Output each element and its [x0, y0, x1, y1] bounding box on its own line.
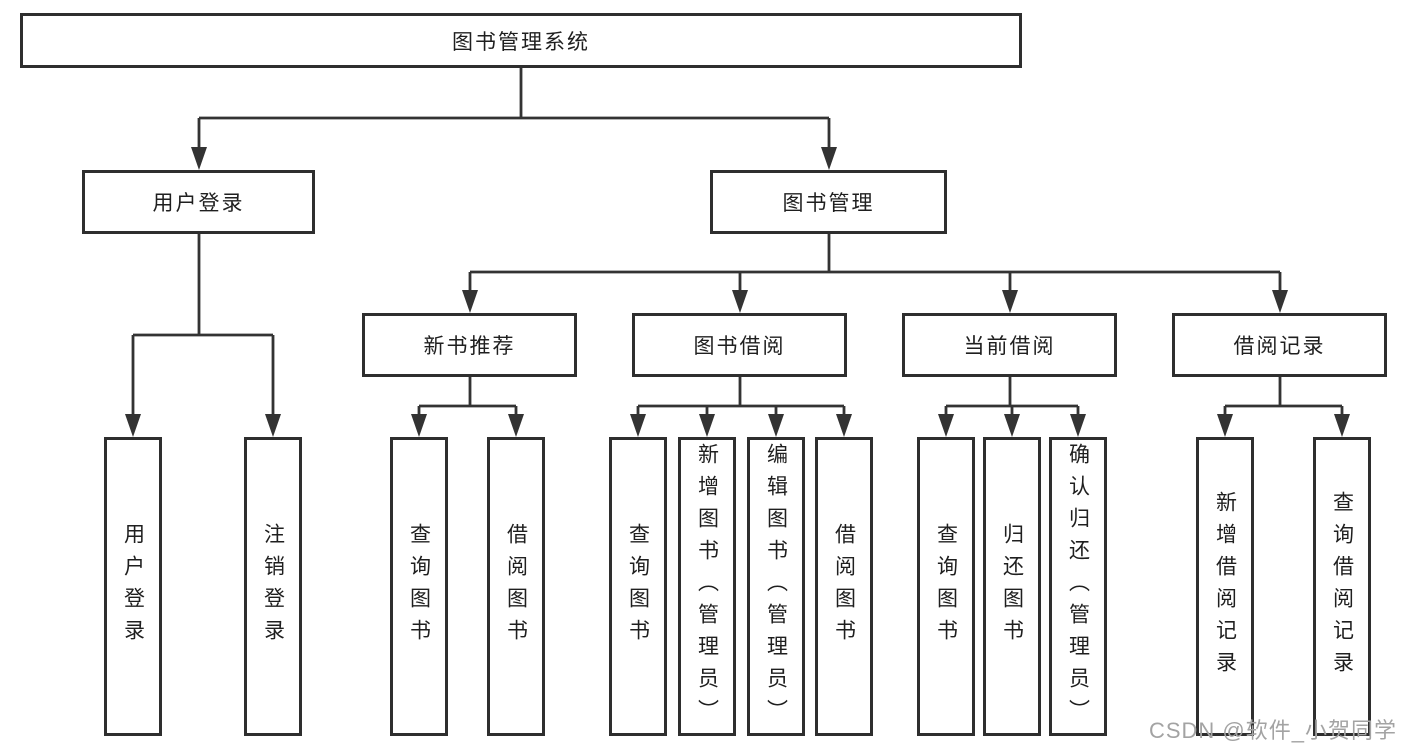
watermark: CSDN @软件_小贺同学: [1148, 718, 1397, 743]
node-user-login-label: 用户登录: [152, 192, 245, 215]
node-borrow-records: 借阅记录: [1172, 313, 1387, 377]
leaf-query-borrow-record-label: 查询借阅记录: [1330, 490, 1354, 683]
leaf-borrow-query-books: 查询图书: [609, 437, 667, 736]
leaf-current-query-books-label: 查询图书: [934, 522, 958, 651]
leaf-logout: 注销登录: [244, 437, 302, 736]
node-book-management-label: 图书管理: [782, 192, 875, 215]
node-current-borrow: 当前借阅: [902, 313, 1117, 377]
leaf-borrow-books: 借阅图书: [815, 437, 873, 736]
leaf-newbook-query-books: 查询图书: [390, 437, 448, 736]
leaf-query-borrow-record: 查询借阅记录: [1313, 437, 1371, 736]
leaf-return-books: 归还图书: [983, 437, 1041, 736]
node-new-book-recommend-label: 新书推荐: [423, 335, 516, 358]
node-root: 图书管理系统: [20, 13, 1022, 68]
node-borrow-records-label: 借阅记录: [1233, 335, 1326, 358]
leaf-newbook-query-books-label: 查询图书: [407, 522, 431, 651]
leaf-newbook-borrow-books-label: 借阅图书: [504, 522, 528, 651]
node-new-book-recommend: 新书推荐: [362, 313, 577, 377]
node-user-login: 用户登录: [82, 170, 315, 234]
node-current-borrow-label: 当前借阅: [963, 335, 1056, 358]
node-book-management: 图书管理: [710, 170, 947, 234]
leaf-add-books-admin: 新增图书（管理员）: [678, 437, 736, 736]
leaf-logout-label: 注销登录: [261, 522, 285, 651]
node-root-label: 图书管理系统: [452, 30, 590, 54]
leaf-current-query-books: 查询图书: [917, 437, 975, 736]
leaf-borrow-books-label: 借阅图书: [832, 522, 856, 651]
leaf-confirm-return-admin-label: 确认归还（管理员）: [1066, 442, 1090, 731]
leaf-add-borrow-record-label: 新增借阅记录: [1213, 490, 1237, 683]
leaf-newbook-borrow-books: 借阅图书: [487, 437, 545, 736]
node-book-borrow-label: 图书借阅: [693, 335, 786, 358]
leaf-return-books-label: 归还图书: [1000, 522, 1024, 651]
leaf-edit-books-admin: 编辑图书（管理员）: [747, 437, 805, 736]
leaf-user-login: 用户登录: [104, 437, 162, 736]
leaf-user-login-label: 用户登录: [121, 522, 145, 651]
leaf-borrow-query-books-label: 查询图书: [626, 522, 650, 651]
leaf-confirm-return-admin: 确认归还（管理员）: [1049, 437, 1107, 736]
node-book-borrow: 图书借阅: [632, 313, 847, 377]
leaf-edit-books-admin-label: 编辑图书（管理员）: [764, 442, 788, 731]
leaf-add-borrow-record: 新增借阅记录: [1196, 437, 1254, 736]
leaf-add-books-admin-label: 新增图书（管理员）: [695, 442, 719, 731]
